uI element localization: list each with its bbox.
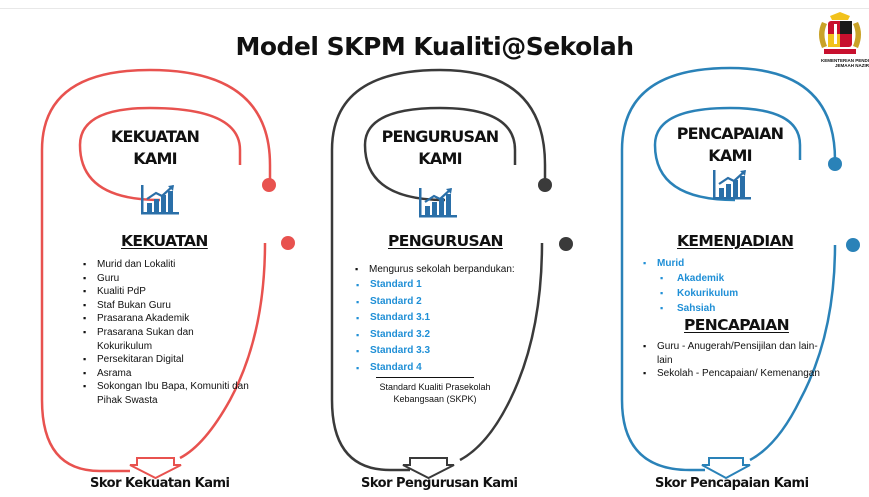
page-title: Model SKPM Kualiti@Sekolah [235, 32, 634, 61]
pencapaian-heading: PENCAPAIAN [684, 316, 790, 334]
pengurusan-dot-bottom [559, 237, 573, 251]
kekuatan-item: Staf Bukan Guru [80, 299, 250, 313]
murid-sub-item: Akademik [640, 271, 800, 286]
kekuatan-down-arrow [129, 457, 182, 480]
pencapaian-list: Guru - Anugerah/Pensijilan dan lain-lain… [640, 340, 820, 381]
pengurusan-intro: Mengurus sekolah berpandukan: [352, 263, 552, 277]
standard-item: Standard 4 [353, 360, 503, 377]
pengurusan-heading: PENGURUSAN [388, 232, 503, 250]
pengurusan-frame [330, 68, 547, 472]
note-divider [376, 377, 474, 378]
kekuatan-item: Asrama [80, 367, 250, 381]
bar-chart-growth-icon [713, 170, 751, 200]
kekuatan-title: KEKUATAN KAMI [95, 126, 215, 170]
kekuatan-title-line2: KAMI [133, 149, 177, 168]
pencapaian-dot-top [828, 157, 842, 171]
pencapaian-title: PENCAPAIAN KAMI [676, 124, 784, 165]
pengurusan-intro-list: Mengurus sekolah berpandukan: [352, 263, 552, 277]
logo-caption: KEMENTERIAN PENDI JEMAAH NAZIR [812, 58, 869, 68]
skpk-note: Standard Kualiti Prasekolah Kebangsaan (… [360, 381, 510, 405]
pencapaian-item: Sekolah - Pencapaian/ Kemenangan [640, 367, 820, 381]
top-divider [0, 8, 869, 9]
standards-list: Standard 1Standard 2Standard 3.1Standard… [353, 277, 503, 376]
kekuatan-item: Guru [80, 272, 250, 286]
pengurusan-title-line2: KAMI [418, 149, 462, 168]
kekuatan-dot-bottom [281, 236, 295, 250]
standard-item: Standard 3.1 [353, 310, 503, 327]
kemenjadian-heading: KEMENJADIAN [677, 232, 794, 250]
murid-sub-list: AkademikKokurikulumSahsiah [640, 271, 800, 316]
pengurusan-title: PENGURUSAN KAMI [375, 126, 505, 170]
pengurusan-score: Skor Pengurusan Kami [361, 476, 518, 491]
kekuatan-item: Persekitaran Digital [80, 353, 250, 367]
bar-chart-growth-icon [419, 188, 457, 218]
logo-caption-line2: JEMAAH NAZIR [834, 63, 869, 68]
standard-item: Standard 3.3 [353, 343, 503, 360]
pencapaian-dot-bottom [846, 238, 860, 252]
skpk-note-line1: Standard Kualiti Prasekolah [379, 382, 491, 392]
pengurusan-down-arrow [402, 457, 455, 480]
pencapaian-item: Guru - Anugerah/Pensijilan dan lain-lain [640, 340, 820, 367]
kekuatan-item: Kualiti PdP [80, 285, 250, 299]
murid-sub-item: Kokurikulum [640, 286, 800, 301]
pencapaian-down-arrow [701, 457, 751, 480]
kekuatan-list: Murid dan LokalitiGuruKualiti PdPStaf Bu… [80, 258, 250, 408]
bar-chart-growth-icon [141, 185, 179, 215]
pengurusan-dot-top [538, 178, 552, 192]
standard-item: Standard 1 [353, 277, 503, 294]
kekuatan-dot-top [262, 178, 276, 192]
pengurusan-title-line1: PENGURUSAN [381, 127, 500, 146]
kekuatan-item: Sokongan Ibu Bapa, Komuniti dan Pihak Sw… [80, 380, 250, 407]
kekuatan-item: Murid dan Lokaliti [80, 258, 250, 272]
kekuatan-item: Prasarana Akademik [80, 312, 250, 326]
kekuatan-score: Skor Kekuatan Kami [90, 476, 230, 491]
pencapaian-score: Skor Pencapaian Kami [655, 476, 809, 491]
kekuatan-heading: KEKUATAN [121, 232, 208, 250]
coat-of-arms-logo [819, 12, 861, 54]
murid-list: Murid [640, 257, 790, 271]
skpk-note-line2: Kebangsaan (SKPK) [393, 394, 477, 404]
standard-item: Standard 3.2 [353, 327, 503, 344]
murid-item: Murid [640, 257, 790, 271]
pencapaian-frame [620, 66, 837, 472]
standard-item: Standard 2 [353, 294, 503, 311]
murid-sub-item: Sahsiah [640, 301, 800, 316]
kekuatan-title-line1: KEKUATAN [110, 127, 200, 146]
logo-caption-line1: KEMENTERIAN PENDI [820, 58, 869, 63]
kekuatan-item: Prasarana Sukan dan Kokurikulum [80, 326, 250, 353]
